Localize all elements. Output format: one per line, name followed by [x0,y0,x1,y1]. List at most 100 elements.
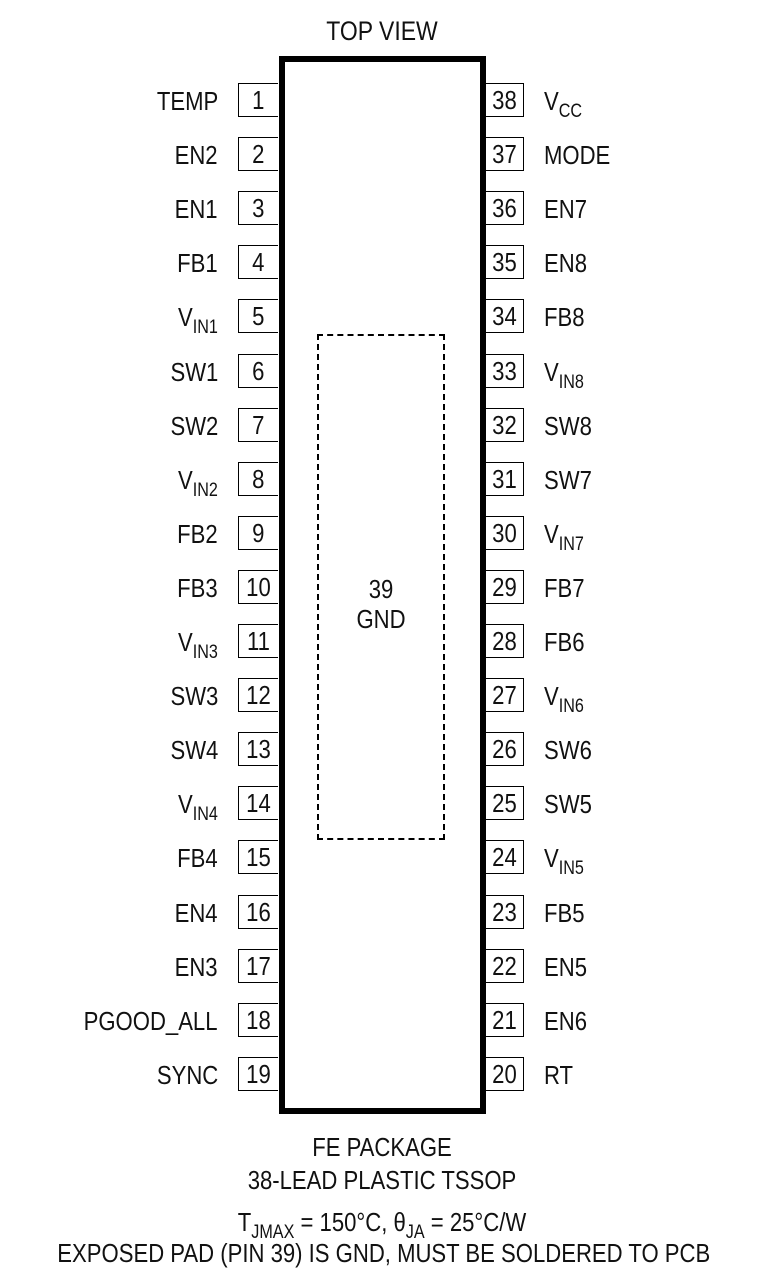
pin-name: V [544,843,559,874]
pin-label: EN3 [175,950,218,984]
pin-box: 8 [238,461,278,496]
pin-number: 17 [246,950,271,981]
pin-name: EN3 [175,951,218,982]
pin-name: SYNC [156,1059,218,1090]
pin-number: 11 [247,626,270,656]
pin-name: EN5 [544,951,587,982]
pin-box: 3 [238,191,278,226]
theta-symbol: θ [393,1207,406,1237]
pin-box: 9 [238,515,278,550]
pin-label: SW6 [544,733,592,767]
pin-name: FB3 [177,572,218,603]
pin-box: 38 [486,83,524,117]
pin-box: 23 [486,894,524,929]
pin-number: 10 [246,571,271,602]
pin-number: 28 [492,626,517,656]
exposed-pad-label: 39 GND [327,574,436,634]
pin-label: RT [544,1058,573,1092]
pin-name: EN6 [544,1005,587,1036]
pin-box: 36 [486,191,524,226]
pin-box: 2 [238,137,278,172]
pin-label: EN2 [175,138,218,172]
pin-box: 10 [238,569,278,604]
pin-name-subscript: CC [558,101,583,122]
pin-number: 18 [246,1004,271,1035]
pin-label: SW2 [170,409,218,443]
pin-box: 7 [238,407,278,442]
pin-box: 19 [238,1056,278,1091]
pin-name: V [178,789,193,820]
pin-name: SW8 [544,410,592,441]
pin-box: 32 [486,407,524,442]
pin-number: 30 [492,517,517,548]
pin-number: 37 [492,139,517,170]
pin-box: 15 [238,840,278,875]
pin-box: 20 [486,1056,524,1091]
pin-box: 30 [486,515,524,550]
pin-label: FB1 [177,246,218,280]
pin-name: EN8 [544,248,587,279]
pin-box: 13 [238,732,278,767]
pin-name: EN7 [544,194,587,225]
pin-label: EN1 [175,192,218,226]
pin-box: 18 [238,1002,278,1037]
pin-label: VIN5 [544,841,584,886]
pin-name: FB2 [177,518,218,549]
pin-number: 3 [252,193,265,224]
pin-number: 27 [492,680,517,711]
pin-number: 16 [246,896,271,927]
pin-number: 4 [252,247,265,278]
pin-name: SW5 [544,789,592,820]
pin-name: FB7 [544,572,585,603]
pin-number: 32 [492,409,517,440]
pin-box: 24 [486,840,524,875]
pin-name: EN1 [175,194,218,225]
pin-box: 22 [486,948,524,983]
pin-name: FB5 [544,897,585,928]
pin-name: EN4 [175,897,218,928]
pin-number: 36 [492,193,517,224]
pin-label: TEMP [157,84,218,118]
exposed-pad [317,334,445,840]
pin-name: V [544,86,559,116]
pin-name: V [544,681,559,712]
pin-box: 11 [238,624,278,658]
pin-box: 17 [238,948,278,983]
pin-box: 27 [486,678,524,713]
theta-subscript: JA [405,1222,425,1243]
pin-box: 25 [486,786,524,821]
pin-number: 8 [252,463,265,494]
pin-box: 12 [238,678,278,713]
pin-name: SW2 [170,410,218,441]
diagram-title: TOP VIEW [326,16,438,46]
tj-subscript: JMAX [251,1222,295,1243]
pin-label: EN7 [544,192,587,226]
pin-name: SW4 [170,735,218,766]
pin-name: PGOOD_ALL [84,1005,218,1036]
pin-box: 29 [486,569,524,604]
pin-label: FB8 [544,300,585,334]
thermal-spec: TJMAX = 150°C, θJA = 25°C/W [57,1207,706,1244]
pin-name-subscript: IN7 [558,533,584,555]
pin-number: 13 [246,734,271,765]
package-body [279,56,486,1114]
pin-label: FB6 [544,625,585,659]
exposed-pad-note: EXPOSED PAD (PIN 39) IS GND, MUST BE SOL… [57,1238,711,1268]
exposed-pad-number: 39 [368,574,394,604]
pin-label: FB3 [177,571,218,605]
pin-number: 21 [492,1004,517,1035]
pin-name: EN2 [175,140,218,171]
pin-number: 33 [492,355,517,386]
pin-name: SW1 [170,356,218,387]
pin-label: VIN4 [178,787,218,832]
pin-label: SW8 [544,409,592,443]
pin-label: SW5 [544,787,592,821]
pin-label: EN5 [544,950,587,984]
pin-number: 5 [252,301,265,332]
pin-name-subscript: IN8 [558,371,584,393]
pin-number: 31 [492,463,517,494]
pin-number: 23 [492,896,517,927]
pin-name: TEMP [156,86,218,116]
pin-number: 29 [492,571,517,602]
tj-value: = 150°C, [294,1207,394,1237]
